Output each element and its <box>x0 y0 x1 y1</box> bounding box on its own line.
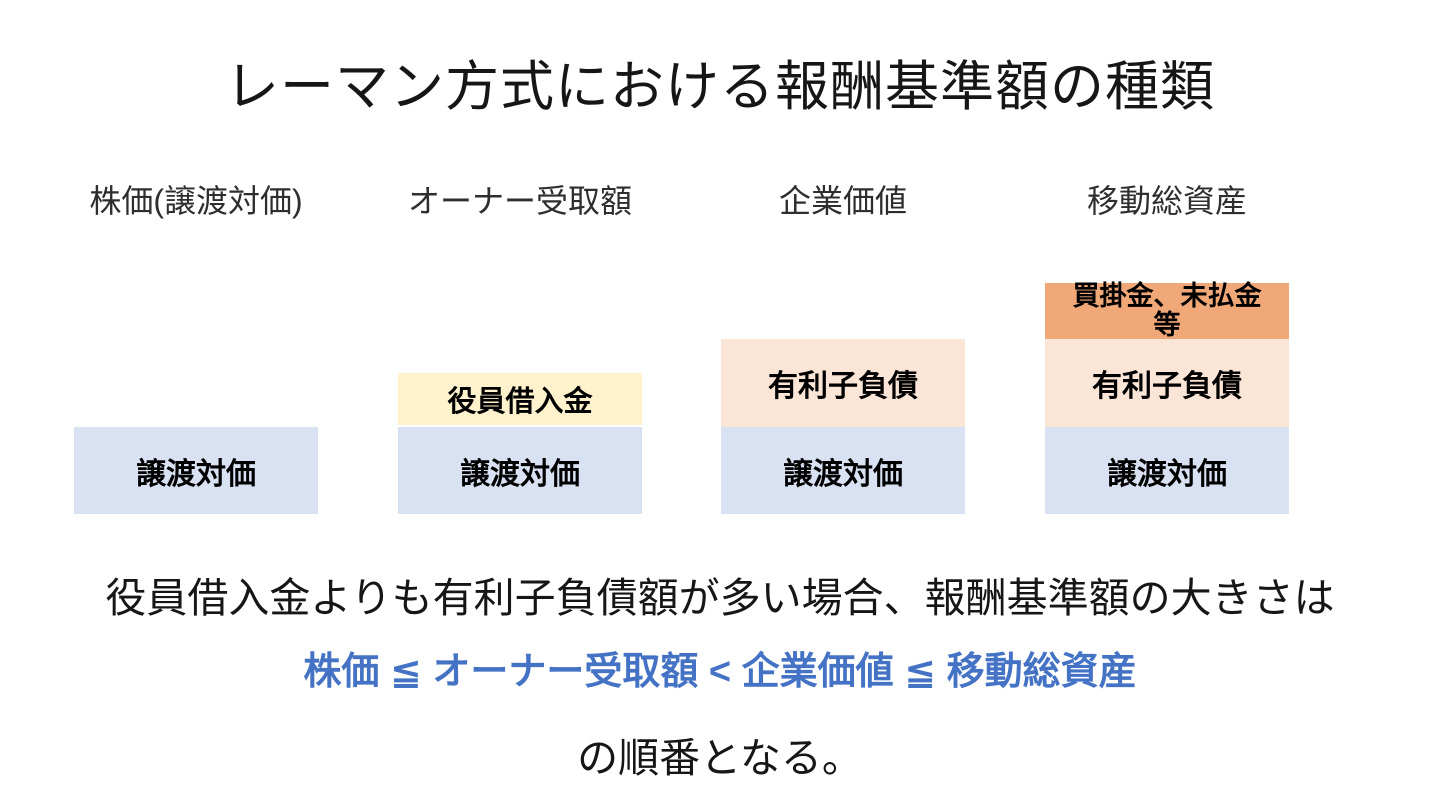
segment-transfer-consideration: 譲渡対価 <box>398 427 642 514</box>
segment-interest-bearing-debt: 有利子負債 <box>1045 339 1289 427</box>
footer-inequality-formula: 株価 ≦ オーナー受取額 < 企業価値 ≦ 移動総資産 <box>303 651 1137 693</box>
column-owner-proceeds: オーナー受取額 役員借入金 譲渡対価 <box>398 0 642 810</box>
column-header-owner-proceeds: オーナー受取額 <box>407 183 633 219</box>
segment-transfer-consideration: 譲渡対価 <box>1045 427 1289 514</box>
segment-accounts-payable: 買掛金、未払金 等 <box>1045 281 1289 340</box>
column-enterprise-value: 企業価値 有利子負債 譲渡対価 <box>721 0 965 810</box>
segment-transfer-consideration: 譲渡対価 <box>721 427 965 514</box>
footer-closing-text: の順番となる。 <box>577 735 863 781</box>
segment-transfer-consideration: 譲渡対価 <box>74 427 318 514</box>
footer-condition-text: 役員借入金よりも有利子負債額が多い場合、報酬基準額の大きさは <box>105 575 1335 621</box>
column-stock-price: 株価(譲渡対価) 譲渡対価 <box>74 0 318 810</box>
column-header-stock-price: 株価(譲渡対価) <box>89 183 303 219</box>
segment-officer-loan: 役員借入金 <box>398 373 642 425</box>
column-header-enterprise-value: 企業価値 <box>778 183 908 219</box>
column-header-total-transferred-assets: 移動総資産 <box>1086 183 1248 219</box>
segment-interest-bearing-debt: 有利子負債 <box>721 339 965 427</box>
column-total-transferred-assets: 移動総資産 買掛金、未払金 等 有利子負債 譲渡対価 <box>1045 0 1289 810</box>
slide-title: レーマン方式における報酬基準額の種類 <box>225 57 1215 117</box>
